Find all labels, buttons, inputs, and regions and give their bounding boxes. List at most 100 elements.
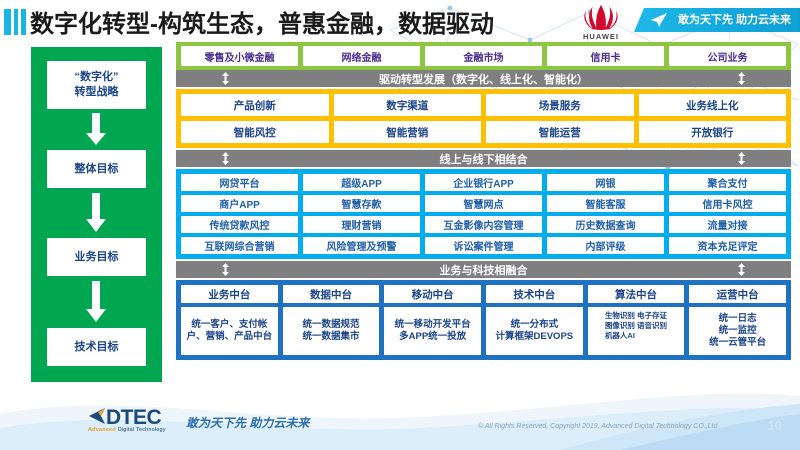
midend-head[interactable]: 业务中台 [181,285,278,303]
application-cell[interactable]: 智慧网点 [425,195,542,212]
application-cell[interactable]: 网银 [547,174,664,191]
dtec-arrow-icon [89,408,105,424]
rail-item-business-goal[interactable]: 业务目标 [47,238,146,276]
midend-head[interactable]: 技术中台 [485,285,583,303]
application-cell[interactable]: 互金影像内容管理 [425,216,542,233]
midend-column: 业务中台 统一客户、支付帐户、营销、产品中台 [181,285,278,355]
business-lines-grid: 零售及小微金融 网络金融 金融市场 信用卡 公司业务 [181,46,786,66]
midend-platforms-band: 业务中台 统一客户、支付帐户、营销、产品中台 数据中台 统一数据规范统一数据集市… [176,280,791,360]
double-arrow-icon [222,72,229,85]
huawei-slogan-banner: 敢为天下先 助力云未来 [634,8,800,32]
business-line-cell[interactable]: 公司业务 [669,46,786,66]
application-cell[interactable]: 理财营销 [303,216,420,233]
dtec-tagline-bold: Advanced [88,427,116,433]
rail-item-technology-goal[interactable]: 技术目标 [47,328,146,366]
application-cell[interactable]: 传统贷款风控 [181,216,298,233]
midend-head[interactable]: 移动中台 [384,285,481,303]
dtec-tagline: Advanced Digital Technology [88,427,166,433]
capability-cell[interactable]: 产品创新 [181,94,329,116]
business-line-cell[interactable]: 信用卡 [547,46,664,66]
application-row: 互联网综合营销 风险管理及预警 诉讼案件管理 内部评级 资本充足评定 [181,237,786,254]
application-cell[interactable]: 超级APP [303,174,420,191]
band-header-drive-transformation: 驱动转型发展（数字化、线上化、智能化） [176,70,791,87]
midend-body[interactable]: 统一数据规范统一数据集市 [282,307,380,355]
application-cell[interactable]: 历史数据查询 [547,216,664,233]
paper-plane-icon [651,13,667,27]
strategy-rail: “数字化” 转型战略 整体目标 业务目标 技术目标 [31,47,162,382]
application-cell[interactable]: 内部评级 [547,237,664,254]
application-cell[interactable]: 网贷平台 [181,174,298,191]
application-systems-band: 网贷平台 超级APP 企业银行APP 网银 聚合支付 商户APP 智慧存款 智慧… [176,169,791,259]
application-cell[interactable]: 资本充足评定 [669,237,786,254]
application-cell[interactable]: 企业银行APP [425,174,542,191]
midend-body[interactable]: 统一日志统一监控统一云管平台 [689,307,786,355]
midend-column: 技术中台 统一分布式计算框架DEVOPS [485,285,583,355]
architecture-diagram: “数字化” 转型战略 整体目标 业务目标 技术目标 零售及小微金融 网络金融 金… [0,42,800,392]
capability-cell[interactable]: 开放银行 [638,121,786,143]
copyright-text: © All Rights Reserved, Copyright 2019, A… [478,423,718,430]
application-row: 商户APP 智慧存款 智慧网点 智能客服 信用卡风控 [181,195,786,212]
band-header-online-offline: 线上与线下相结合 [176,150,791,167]
application-cell[interactable]: 流量对接 [669,216,786,233]
business-line-cell[interactable]: 网络金融 [303,46,420,66]
midend-column: 运营中台 统一日志统一监控统一云管平台 [689,285,786,355]
midend-body[interactable]: 统一分布式计算框架DEVOPS [485,307,583,355]
capability-cell[interactable]: 数字渠道 [333,94,481,116]
double-arrow-icon [222,263,229,276]
transformation-capabilities-band: 产品创新 数字渠道 场景服务 业务线上化 智能风控 智能营销 智能运营 开放银行 [176,89,791,148]
title-accent-bar-icon [4,9,26,35]
double-arrow-icon [738,152,745,165]
page-title: 数字化转型-构筑生态，普惠金融，数据驱动 [30,11,494,38]
midend-head[interactable]: 运营中台 [689,285,786,303]
transformation-row: 产品创新 数字渠道 场景服务 业务线上化 [181,94,786,116]
band-header-business-tech-label: 业务与科技相融合 [439,264,528,277]
application-cell[interactable]: 互联网综合营销 [181,237,298,254]
midend-body[interactable]: 统一客户、支付帐户、营销、产品中台 [181,307,278,355]
capability-cell[interactable]: 智能营销 [333,121,481,143]
double-arrow-icon [222,152,229,165]
band-header-business-tech: 业务与科技相融合 [176,261,791,278]
dtec-tagline-rest: Digital Technology [115,427,166,433]
huawei-wordmark: HUAWEI [583,32,619,41]
application-cell[interactable]: 智慧存款 [303,195,420,212]
rail-item-strategy[interactable]: “数字化” 转型战略 [47,61,146,109]
footer-slogan: 敢为天下先 助力云未来 [186,416,310,430]
capability-cell[interactable]: 智能风控 [181,121,329,143]
band-header-drive-transformation-label: 驱动转型发展（数字化、线上化、智能化） [379,73,588,86]
business-line-cell[interactable]: 零售及小微金融 [181,46,298,66]
application-row: 传统贷款风控 理财营销 互金影像内容管理 历史数据查询 流量对接 [181,216,786,233]
midend-body[interactable]: 统一移动开发平台多APP统一投放 [384,307,481,355]
midend-grid: 业务中台 统一客户、支付帐户、营销、产品中台 数据中台 统一数据规范统一数据集市… [181,285,786,355]
midend-head[interactable]: 算法中台 [587,285,685,303]
midend-head[interactable]: 数据中台 [282,285,380,303]
transformation-row: 智能风控 智能营销 智能运营 开放银行 [181,121,786,143]
application-cell[interactable]: 聚合支付 [669,174,786,191]
midend-column: 数据中台 统一数据规范统一数据集市 [282,285,380,355]
page-number: 10 [767,418,782,433]
application-cell[interactable]: 商户APP [181,195,298,212]
layer-stack: 零售及小微金融 网络金融 金融市场 信用卡 公司业务 驱动转型发展（数字化、线上… [176,42,791,360]
capability-cell[interactable]: 场景服务 [486,94,634,116]
application-cell[interactable]: 风险管理及预警 [303,237,420,254]
capability-cell[interactable]: 业务线上化 [638,94,786,116]
dtec-logo: DTEC Advanced Digital Technology [88,406,174,434]
huawei-flower-icon [584,4,618,31]
application-row: 网贷平台 超级APP 企业银行APP 网银 聚合支付 [181,174,786,191]
application-cell[interactable]: 信用卡风控 [669,195,786,212]
business-line-cell[interactable]: 金融市场 [425,46,542,66]
midend-column: 移动中台 统一移动开发平台多APP统一投放 [384,285,481,355]
down-arrow-icon [86,281,106,322]
rail-item-overall-goal[interactable]: 整体目标 [47,150,146,188]
down-arrow-icon [86,193,106,232]
slide-header: 数字化转型-构筑生态，普惠金融，数据驱动 HUAWEI 敢为天下先 助力云未来 [0,0,800,42]
rail-item-strategy-line1: “数字化” [74,71,119,83]
midend-body[interactable]: 生物识别 电子存证图像识别 语音识别机器人AI [587,307,685,355]
double-arrow-icon [738,72,745,85]
application-cell[interactable]: 诉讼案件管理 [425,237,542,254]
double-arrow-icon [738,263,745,276]
business-lines-band: 零售及小微金融 网络金融 金融市场 信用卡 公司业务 [176,42,791,70]
huawei-slogan-text: 敢为天下先 助力云未来 [678,14,792,26]
capability-cell[interactable]: 智能运营 [486,121,634,143]
application-cell[interactable]: 智能客服 [547,195,664,212]
huawei-logo: HUAWEI [572,2,630,41]
